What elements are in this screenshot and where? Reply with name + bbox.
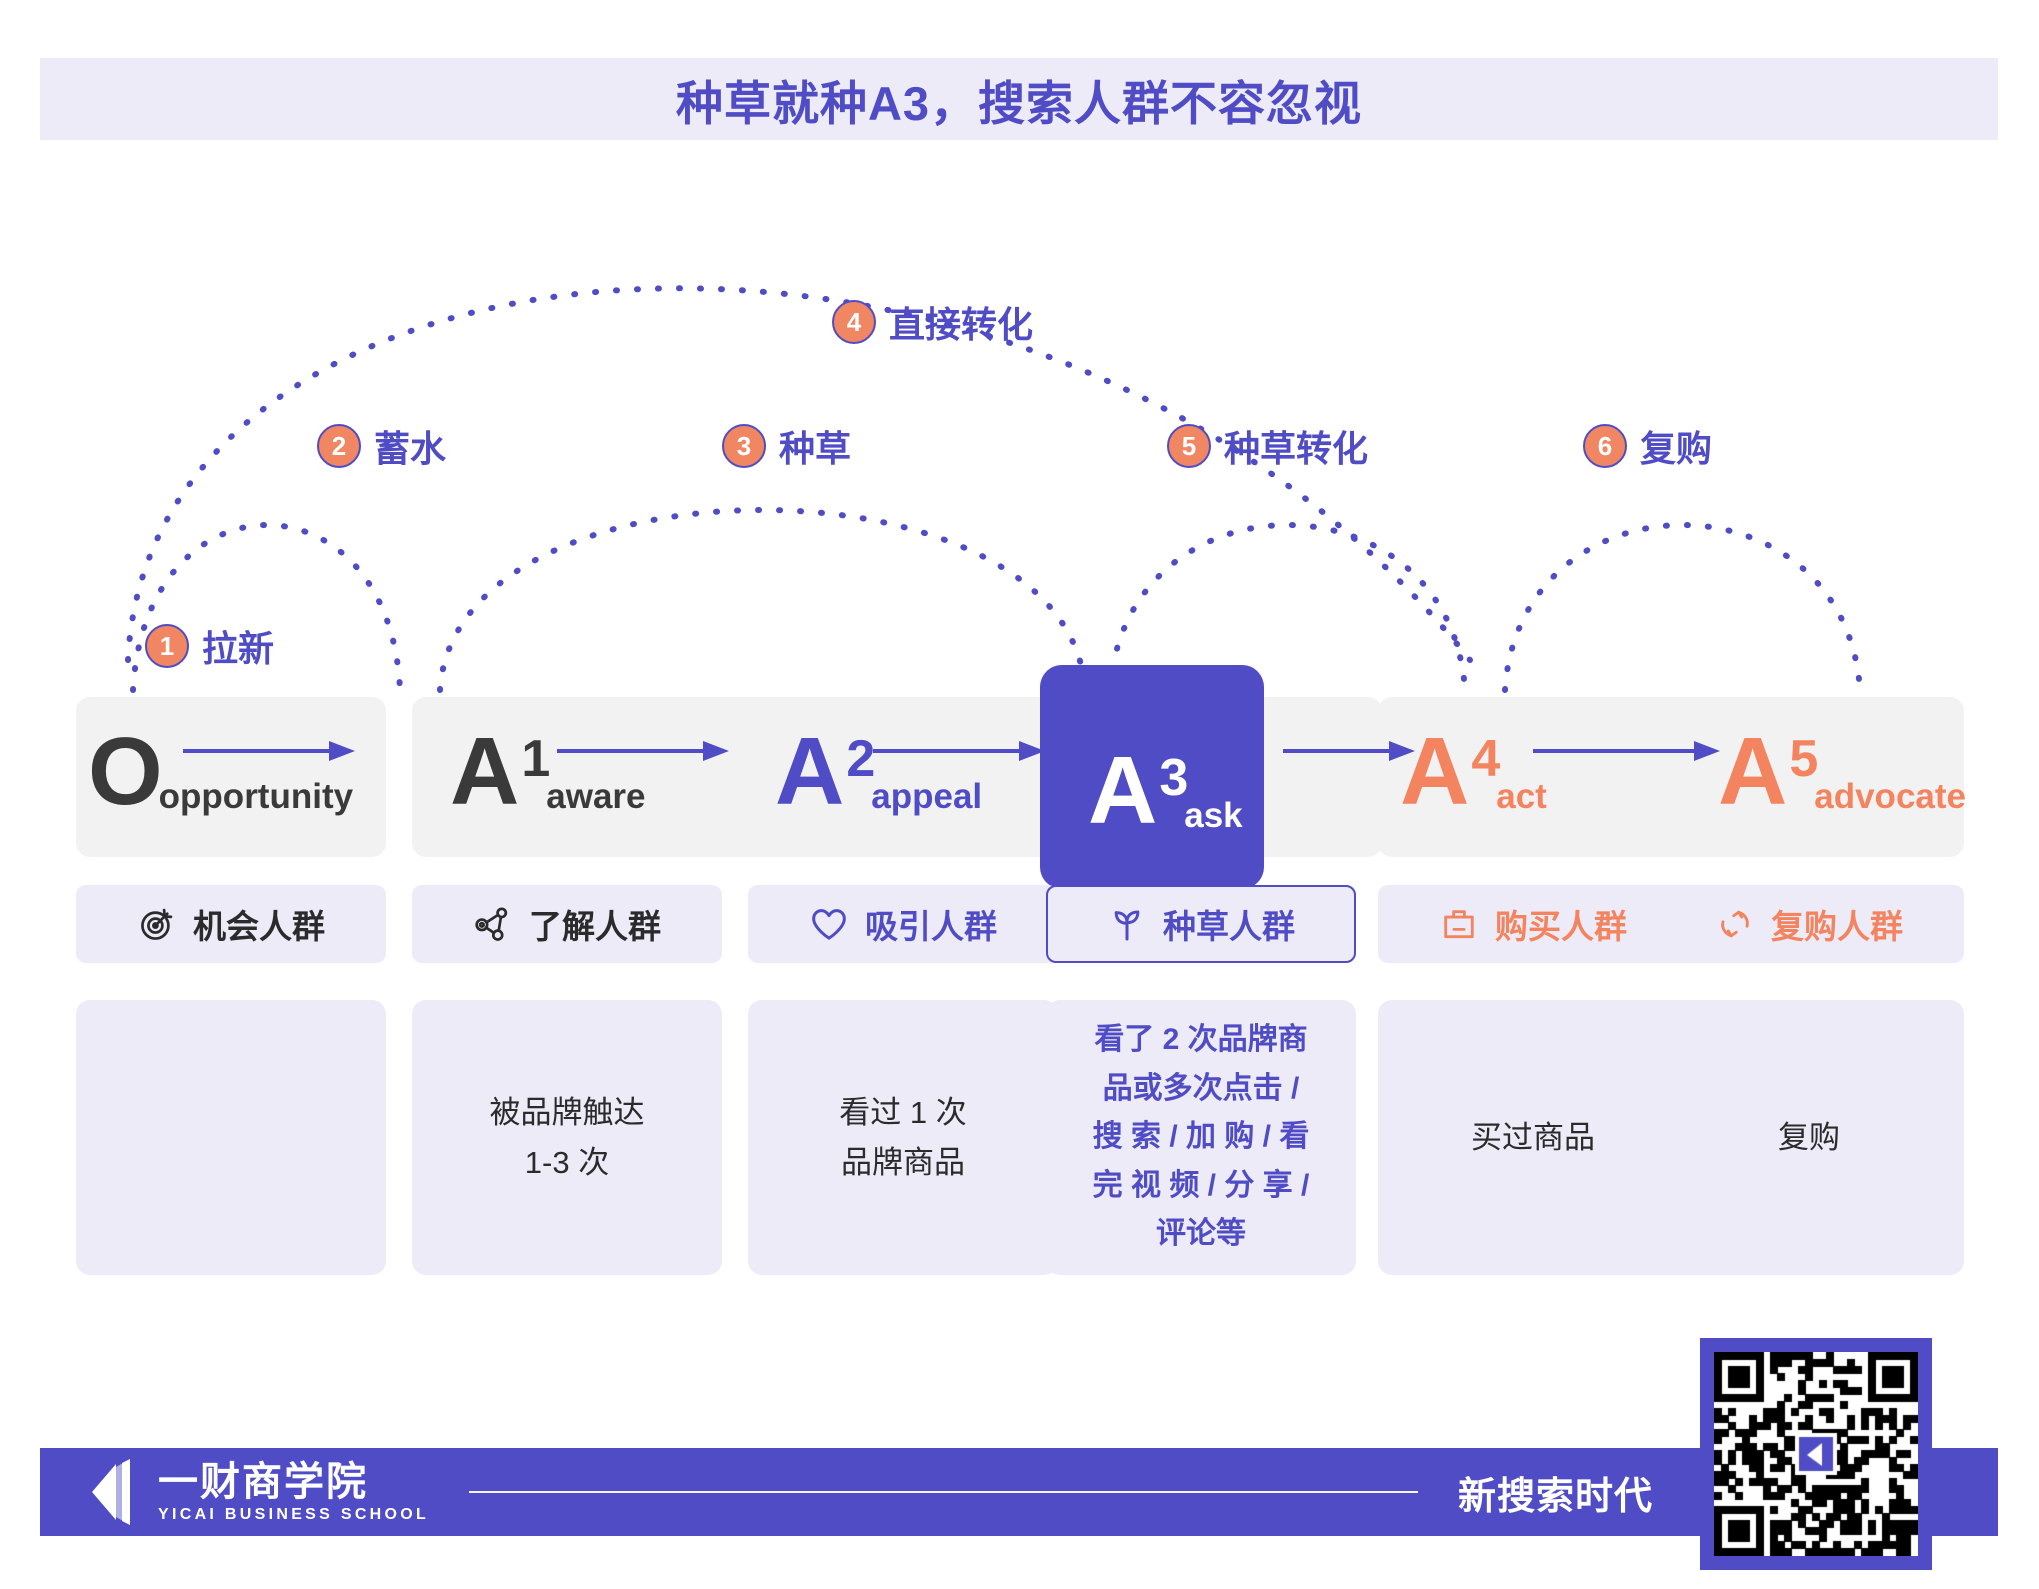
step-badge: 2 [317, 424, 361, 468]
audience-chip-act[interactable]: 购买人群 [1378, 885, 1688, 963]
page-title: 种草就种A3，搜索人群不容忽视 [675, 76, 1363, 130]
stage-sublabel: appeal [871, 777, 983, 817]
arrow-o-to-a1 [183, 740, 358, 762]
description-text: 看了 2 次品牌商品或多次点击 /搜 索 / 加 购 / 看完 视 频 / 分 … [1092, 1023, 1310, 1251]
stage-row: O opportunity A 1 aware A 2 appeal A 3 a… [0, 665, 2039, 889]
footer-divider [469, 1491, 1418, 1493]
arrow-a2-to-a3 [873, 740, 1048, 762]
audience-label: 购买人群 [1495, 908, 1627, 945]
stage-glyph: A [1088, 737, 1158, 844]
audience-label: 种草人群 [1163, 908, 1295, 945]
stage-letter-appeal: A 2 appeal [775, 718, 983, 825]
stage-superscript: 4 [1471, 730, 1501, 788]
audience-label: 了解人群 [529, 908, 661, 945]
audience-chip-opportunity[interactable]: 机会人群 [76, 885, 386, 963]
journey-step-3: 3 种草 [722, 420, 851, 472]
audience-label: 机会人群 [193, 908, 325, 945]
description-text: 看过 1 次品牌商品 [839, 1094, 967, 1180]
stage-sublabel: opportunity [158, 777, 354, 817]
bag-icon [1439, 904, 1479, 944]
stage-superscript: 1 [521, 730, 551, 788]
qr-code[interactable] [1700, 1338, 1932, 1570]
arc-direct-conversion [125, 285, 1473, 663]
stage-letter-opportunity: O opportunity [88, 718, 354, 825]
stage-card-opportunity [76, 697, 386, 857]
audience-label: 吸引人群 [865, 908, 997, 945]
step-label: 直接转化 [889, 304, 1034, 345]
stage-superscript: 3 [1159, 749, 1189, 807]
arc-a3-to-a4 [1107, 522, 1468, 693]
description-box-advocate: 复购 [1654, 1000, 1964, 1275]
stage-sublabel: act [1496, 777, 1547, 817]
stage-superscript: 5 [1789, 730, 1819, 788]
page-title-band: 种草就种A3，搜索人群不容忽视 [40, 58, 1998, 140]
qr-code-canvas [1714, 1352, 1918, 1556]
journey-step-5: 5 种草转化 [1167, 420, 1368, 472]
step-label: 拉新 [202, 628, 275, 669]
journey-step-4: 4 直接转化 [832, 296, 1033, 348]
stage-sublabel: aware [546, 777, 646, 817]
network-icon [473, 904, 513, 944]
audience-chip-row: 机会人群 了解人群 吸引人群 [0, 885, 2039, 965]
stage-glyph: A [450, 718, 520, 825]
stage-glyph: A [1718, 718, 1788, 825]
stage-letter-advocate: A 5 advocate [1718, 718, 1966, 825]
audience-chip-ask[interactable]: 种草人群 [1046, 885, 1356, 963]
heart-icon [809, 904, 849, 944]
footer-bar: 一财商学院 YICAI BUSINESS SCHOOL 新搜索时代 [40, 1448, 1705, 1536]
sprout-icon [1107, 904, 1147, 944]
description-box-opportunity [76, 1000, 386, 1275]
footer-accent-block [1930, 1448, 1998, 1536]
description-box-appeal: 看过 1 次品牌商品 [748, 1000, 1058, 1275]
stage-letter-aware: A 1 aware [450, 718, 646, 825]
stage-sublabel: ask [1184, 796, 1243, 836]
stage-card-ask-highlight[interactable] [1040, 665, 1264, 889]
yicai-logo-icon [86, 1459, 144, 1525]
step-label: 蓄水 [374, 428, 447, 469]
description-text: 复购 [1778, 1119, 1840, 1155]
stage-glyph: O [88, 718, 163, 825]
step-badge: 3 [722, 424, 766, 468]
description-box-act: 买过商品 [1378, 1000, 1688, 1275]
journey-arcs [125, 285, 1863, 693]
stage-letter-ask: A 3 ask [1088, 737, 1243, 844]
description-text: 买过商品 [1471, 1119, 1595, 1155]
stage-sublabel: advocate [1814, 777, 1966, 817]
audience-chip-appeal[interactable]: 吸引人群 [748, 885, 1058, 963]
stage-glyph: A [775, 718, 845, 825]
audience-chip-aware[interactable]: 了解人群 [412, 885, 722, 963]
stage-letter-act: A 4 act [1400, 718, 1547, 825]
arrow-a4-to-a5 [1533, 740, 1723, 762]
step-badge: 1 [145, 624, 189, 668]
arrow-a1-to-a2 [557, 740, 732, 762]
step-badge: 6 [1583, 424, 1627, 468]
refresh-icon [1715, 904, 1755, 944]
footer-logo-en: YICAI BUSINESS SCHOOL [158, 1505, 430, 1523]
stage-glyph: A [1400, 718, 1470, 825]
step-label: 复购 [1640, 428, 1713, 469]
footer-slogan: 新搜索时代 [1457, 1475, 1653, 1518]
step-badge: 5 [1167, 424, 1211, 468]
journey-step-6: 6 复购 [1583, 420, 1712, 472]
footer-logo-text: 一财商学院 YICAI BUSINESS SCHOOL [158, 1461, 429, 1524]
audience-label: 复购人群 [1771, 908, 1903, 945]
step-label: 种草 [779, 428, 852, 469]
step-label: 种草转化 [1224, 428, 1369, 469]
journey-step-1: 1 拉新 [145, 620, 274, 672]
target-icon [137, 904, 177, 944]
stage-superscript: 2 [846, 730, 876, 788]
description-box-ask: 看了 2 次品牌商品或多次点击 /搜 索 / 加 购 / 看完 视 频 / 分 … [1046, 1000, 1356, 1275]
step-badge: 4 [832, 300, 876, 344]
arc-a1-to-a2 [437, 507, 1088, 693]
footer-logo-cn: 一财商学院 [158, 1459, 368, 1504]
arc-o-to-a1 [130, 522, 403, 693]
arrow-a3-to-a4 [1283, 740, 1418, 762]
journey-step-2: 2 蓄水 [317, 420, 446, 472]
arc-a4-to-a5 [1502, 522, 1863, 693]
stage-card-group-right [1378, 697, 1964, 857]
audience-chip-advocate[interactable]: 复购人群 [1654, 885, 1964, 963]
